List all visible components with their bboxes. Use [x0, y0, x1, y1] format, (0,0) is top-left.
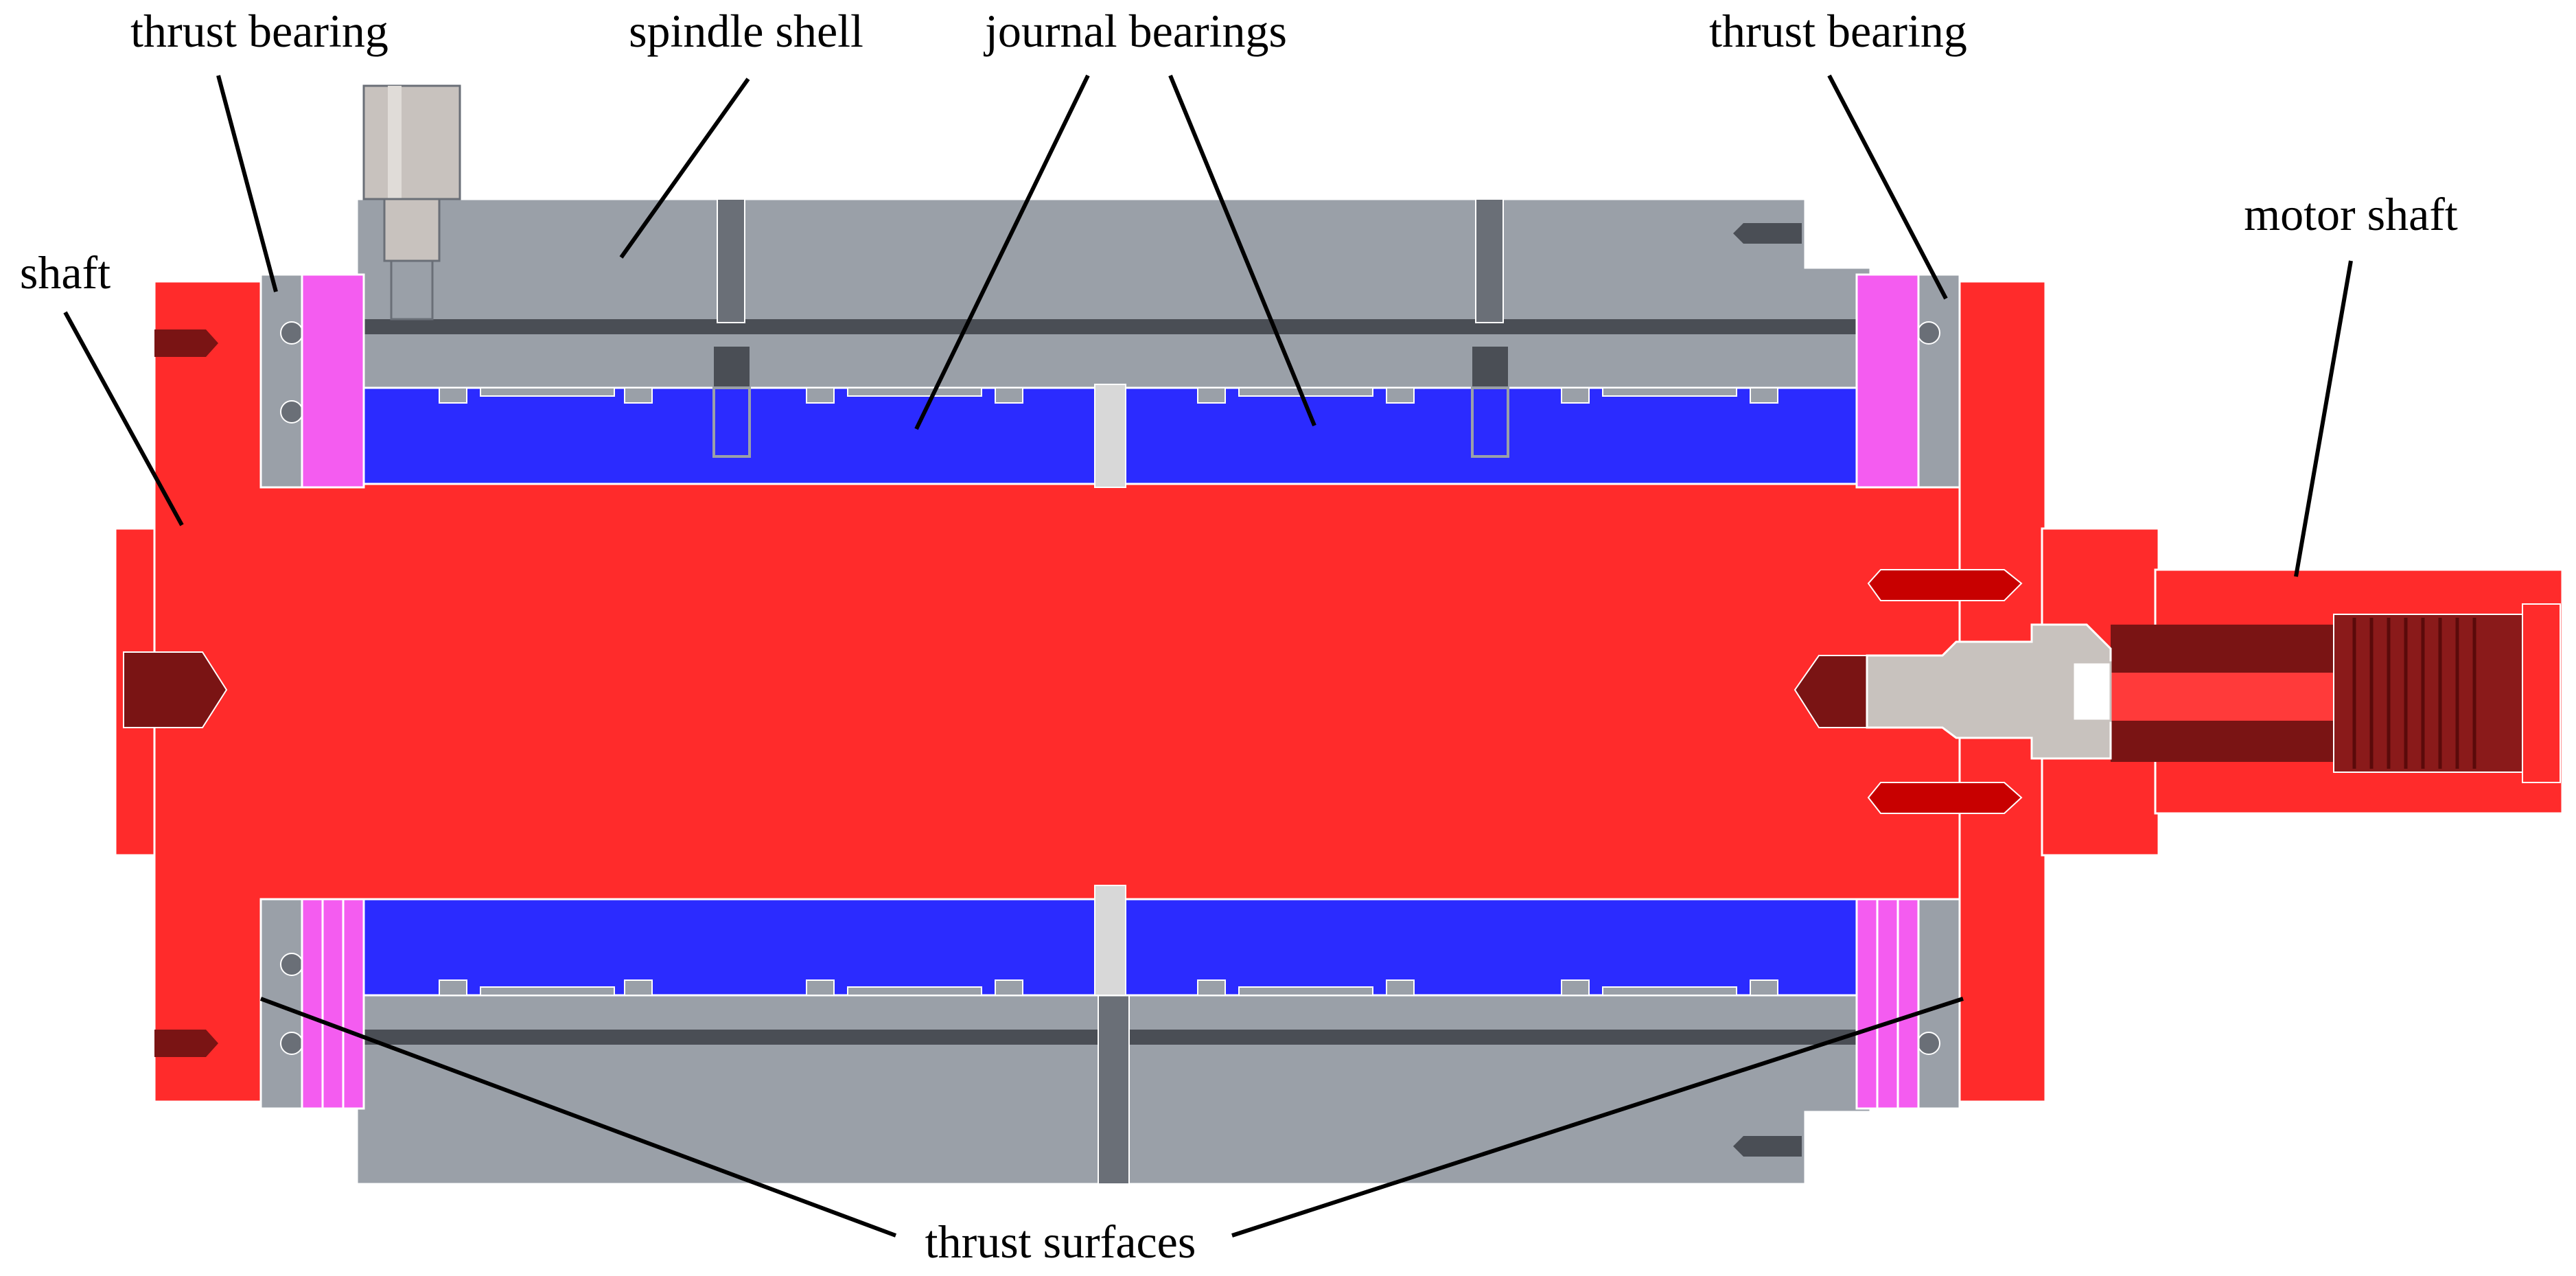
thrust-plates — [259, 273, 1961, 1110]
label-journal-bearings: journal bearings — [984, 5, 1287, 57]
thrust-bearings — [301, 273, 1920, 1110]
shaft-holes — [123, 329, 2561, 1057]
label-spindle-shell: spindle shell — [629, 5, 863, 57]
spindle-shell — [356, 198, 1872, 1185]
label-shaft: shaft — [20, 246, 111, 299]
leader-lines — [63, 74, 2353, 1238]
label-motor-shaft: motor shaft — [2244, 188, 2458, 240]
air-fitting — [362, 84, 461, 321]
journal-bearings — [362, 384, 1858, 997]
label-thrust-surfaces: thrust surfaces — [925, 1216, 1196, 1268]
label-thrust-bearing-right: thrust bearing — [1709, 5, 1967, 57]
label-thrust-bearing-left: thrust bearing — [130, 5, 388, 57]
